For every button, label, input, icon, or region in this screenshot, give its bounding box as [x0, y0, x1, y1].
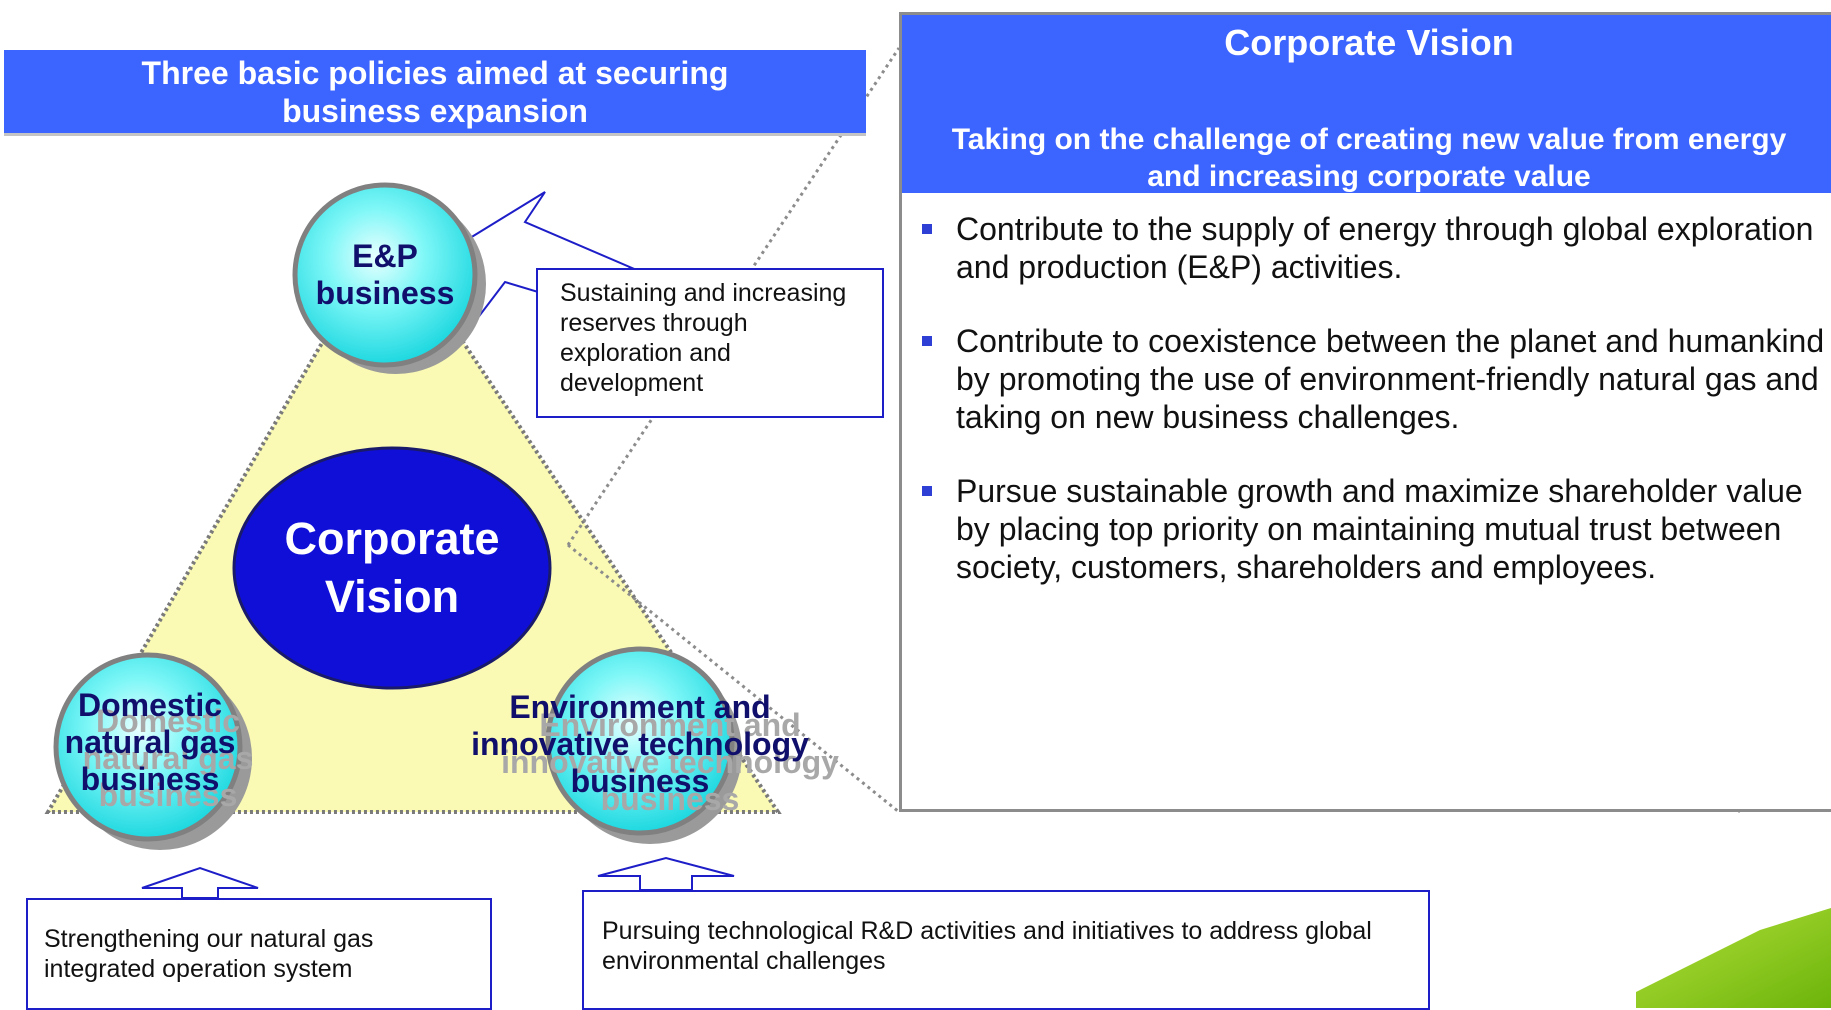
ep-circle [292, 182, 478, 368]
policies-banner: Three basic policies aimed at securing b… [4, 50, 866, 136]
vision-header: Corporate Vision Taking on the challenge… [902, 15, 1831, 193]
ep-label: E&P business [315, 238, 455, 311]
environment-callout-text: Pursuing technological R&D activities an… [602, 917, 1372, 975]
domestic-label-shadow: Domestic natural gas business [82, 702, 254, 813]
environment-callout-pointer [597, 856, 735, 891]
vision-item-text: Contribute to coexistence between the pl… [956, 323, 1825, 435]
vision-subtitle: Taking on the challenge of creating new … [951, 123, 1787, 193]
policies-banner-text: Three basic policies aimed at securing b… [141, 54, 729, 129]
ep-callout-text: Sustaining and increasing reserves throu… [560, 279, 847, 397]
vision-item: Pursue sustainable growth and maximize s… [922, 472, 1831, 586]
square-bullet-icon [922, 486, 932, 496]
vision-item: Contribute to the supply of energy throu… [922, 210, 1831, 286]
square-bullet-icon [922, 224, 932, 234]
square-bullet-icon [922, 336, 932, 346]
vision-title: Corporate Vision [1224, 22, 1514, 63]
corporate-vision-center-label: Corporate Vision [284, 513, 500, 622]
environment-label-shadow: Environment and innovative technology bu… [501, 706, 839, 817]
environment-circle [545, 646, 735, 836]
vision-item-text: Pursue sustainable growth and maximize s… [956, 473, 1803, 585]
environment-label: Environment and innovative technology bu… [471, 688, 809, 799]
vision-item-text: Contribute to the supply of energy throu… [956, 211, 1814, 285]
domestic-callout-pointer [141, 866, 259, 899]
vision-item: Contribute to coexistence between the pl… [922, 322, 1831, 436]
environment-callout: Pursuing technological R&D activities an… [582, 890, 1430, 1010]
corporate-vision-ellipse [232, 446, 552, 690]
ep-callout: Sustaining and increasing reserves throu… [536, 268, 884, 418]
domestic-label: Domestic natural gas business [64, 686, 236, 797]
domestic-circle [53, 652, 243, 842]
vision-list: Contribute to the supply of energy throu… [922, 210, 1831, 622]
brand-green-shape [1636, 908, 1831, 1008]
domestic-callout: Strengthening our natural gas integrated… [26, 898, 492, 1010]
connector-line-bottom [567, 543, 900, 814]
domestic-callout-text: Strengthening our natural gas integrated… [44, 925, 374, 983]
